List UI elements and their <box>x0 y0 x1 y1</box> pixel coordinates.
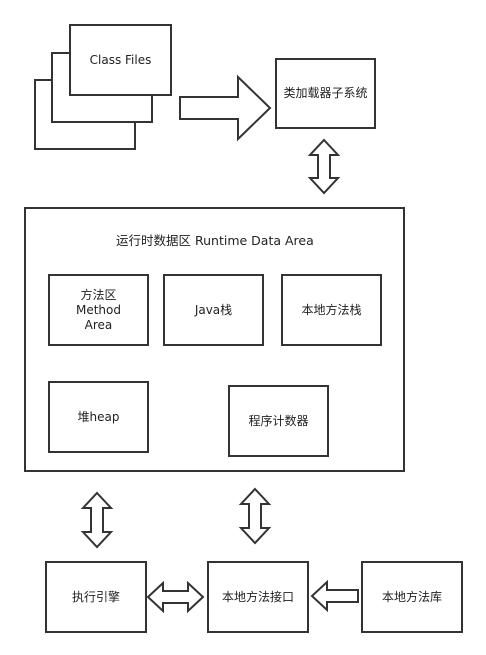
native-interface-label: 本地方法接口 <box>221 589 294 604</box>
class-loader-label: 类加载器子系统 <box>283 86 368 100</box>
native-interface-box: 本地方法接口 <box>207 561 309 633</box>
runtime-data-area-title: 运行时数据区 Runtime Data Area <box>116 233 314 248</box>
native-stack-box: 本地方法栈 <box>281 274 382 346</box>
native-library-box: 本地方法库 <box>361 561 463 633</box>
method-area-label: 方法区 Method Area <box>75 287 121 332</box>
arrow-runtime-engine <box>80 491 114 549</box>
execution-engine-label: 执行引擎 <box>71 589 120 604</box>
arrow-loader-runtime <box>307 138 341 195</box>
heap-box: 堆heap <box>48 381 149 453</box>
java-stack-label: Java栈 <box>194 302 233 317</box>
arrow-engine-interface <box>146 580 205 614</box>
arrow-classfiles-to-loader <box>179 74 272 142</box>
heap-label: 堆heap <box>77 409 120 424</box>
pc-register-box: 程序计数器 <box>228 385 329 457</box>
arrow-library-to-interface <box>310 579 359 613</box>
native-library-label: 本地方法库 <box>381 589 442 604</box>
method-area-box: 方法区 Method Area <box>48 274 149 346</box>
class-files-label: Class Files <box>89 52 152 67</box>
pc-register-label: 程序计数器 <box>248 413 309 428</box>
native-stack-label: 本地方法栈 <box>301 302 362 317</box>
class-loader-box: 类加载器子系统 <box>275 58 376 129</box>
execution-engine-box: 执行引擎 <box>45 561 147 633</box>
class-files-box: Class Files <box>69 24 172 96</box>
arrow-runtime-interface <box>238 487 272 545</box>
java-stack-box: Java栈 <box>163 274 264 346</box>
